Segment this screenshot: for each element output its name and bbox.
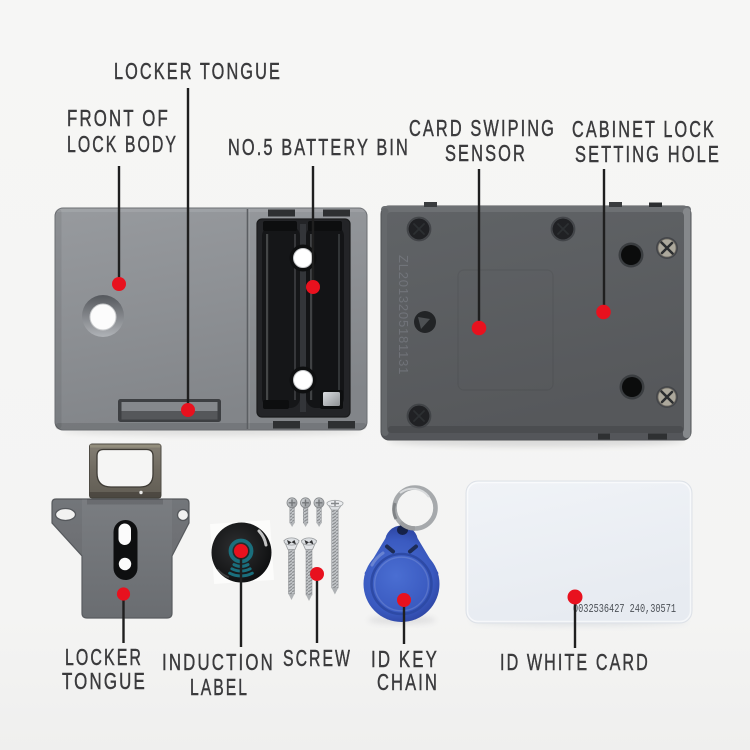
svg-text:0032536427 240,30571: 0032536427 240,30571	[573, 602, 676, 616]
svg-text:INDUCTION: INDUCTION	[162, 651, 275, 676]
svg-text:LOCKER TONGUE: LOCKER TONGUE	[114, 59, 282, 84]
svg-text:TONGUE: TONGUE	[62, 670, 147, 695]
svg-text:NO.5 BATTERY BIN: NO.5 BATTERY BIN	[228, 135, 410, 160]
svg-text:CHAIN: CHAIN	[377, 670, 439, 695]
svg-text:SETTING HOLE: SETTING HOLE	[575, 142, 721, 167]
svg-text:FRONT OF: FRONT OF	[67, 107, 170, 132]
svg-text:LABEL: LABEL	[190, 675, 249, 701]
svg-text:CARD SWIPING: CARD SWIPING	[409, 116, 556, 141]
svg-text:ID KEY: ID KEY	[371, 647, 439, 672]
svg-text:SCREW: SCREW	[283, 646, 352, 672]
svg-text:ID WHITE CARD: ID WHITE CARD	[500, 650, 650, 676]
svg-text:SENSOR: SENSOR	[445, 141, 527, 166]
svg-text:LOCK BODY: LOCK BODY	[67, 132, 178, 158]
svg-text:CABINET LOCK: CABINET LOCK	[572, 117, 716, 143]
svg-text:LOCKER: LOCKER	[65, 645, 143, 671]
svg-text:ZL2013205181131: ZL2013205181131	[396, 255, 411, 375]
